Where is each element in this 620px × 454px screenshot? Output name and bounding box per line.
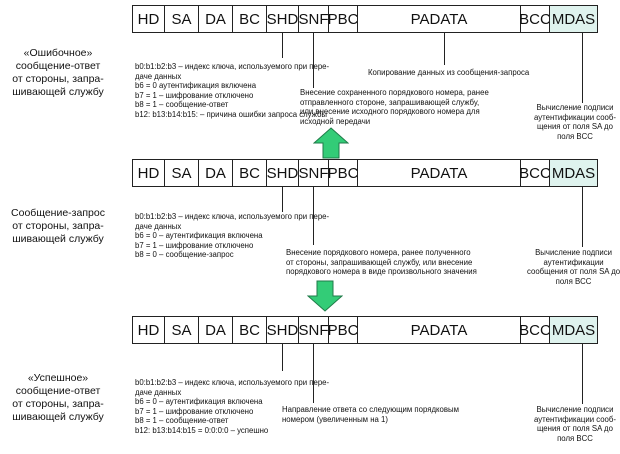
frame-label: «Ошибочное» сообщение-ответ от стороны, … (12, 47, 104, 98)
shd-note: b0:b1:b2:b3 – индекс ключа, используемог… (135, 212, 330, 260)
frame-label: Сообщение-запрос от стороны, запра- шива… (11, 207, 105, 245)
field-sa: SA (164, 5, 199, 33)
success-response-frame: HD SA DA BC SHD SNF PBC PADATA BCC MDAS (132, 316, 607, 344)
leader-line (282, 344, 283, 371)
field-snf: SNF (298, 5, 329, 33)
field-pbc: PBC (328, 316, 358, 344)
field-bc: BC (232, 159, 267, 187)
field-pbc: PBC (328, 159, 358, 187)
field-mdas: MDAS (549, 316, 598, 344)
field-sa: SA (164, 316, 199, 344)
snf-note: Направление ответа со следующим порядков… (282, 405, 459, 424)
leader-line (582, 187, 583, 247)
request-frame: HD SA DA BC SHD SNF PBC PADATA BCC MDAS (132, 159, 607, 187)
mdas-note: Вычисление подписи аутентификации сообще… (527, 248, 620, 286)
mdas-note: Вычисление подписи аутентификации сооб- … (534, 405, 616, 443)
field-da: DA (198, 316, 233, 344)
field-padata: PADATA (357, 5, 521, 33)
shd-note: b0:b1:b2:b3 – индекс ключа, используемог… (135, 378, 330, 435)
field-sa: SA (164, 159, 199, 187)
field-hd: HD (132, 316, 165, 344)
leader-line (444, 33, 445, 65)
field-mdas: MDAS (549, 159, 598, 187)
field-da: DA (198, 5, 233, 33)
down-arrow-icon (307, 280, 343, 312)
field-snf: SNF (298, 159, 329, 187)
padata-note: Копирование данных из сообщения-запроса (368, 68, 530, 77)
leader-line (313, 344, 314, 403)
up-arrow-icon (313, 127, 349, 159)
leader-line (582, 33, 583, 103)
shd-note: b0:b1:b2:b3 – индекс ключа, используемог… (135, 62, 330, 119)
error-response-frame: HD SA DA BC SHD SNF PBC PADATA BCC MDAS (132, 5, 607, 33)
field-shd: SHD (266, 159, 299, 187)
field-shd: SHD (266, 316, 299, 344)
field-bcc: BCC (519, 5, 551, 33)
field-bc: BC (232, 5, 267, 33)
snf-note: Внесение сохраненного порядкового номера… (300, 88, 489, 126)
field-shd: SHD (266, 5, 299, 33)
frame-label: «Успешное» сообщение-ответ от стороны, з… (12, 372, 104, 423)
field-bcc: BCC (519, 316, 551, 344)
field-bc: BC (232, 316, 267, 344)
field-padata: PADATA (357, 159, 521, 187)
field-bcc: BCC (519, 159, 551, 187)
leader-line (582, 344, 583, 404)
field-hd: HD (132, 159, 165, 187)
field-mdas: MDAS (549, 5, 598, 33)
leader-line (282, 33, 283, 58)
snf-note: Внесение порядкового номера, ранее получ… (286, 248, 477, 277)
leader-line (282, 187, 283, 212)
leader-line (313, 33, 314, 88)
mdas-note: Вычисление подписи аутентификации сооб- … (534, 103, 616, 141)
field-snf: SNF (298, 316, 329, 344)
field-hd: HD (132, 5, 165, 33)
field-padata: PADATA (357, 316, 521, 344)
field-pbc: PBC (328, 5, 358, 33)
leader-line (313, 187, 314, 245)
field-da: DA (198, 159, 233, 187)
